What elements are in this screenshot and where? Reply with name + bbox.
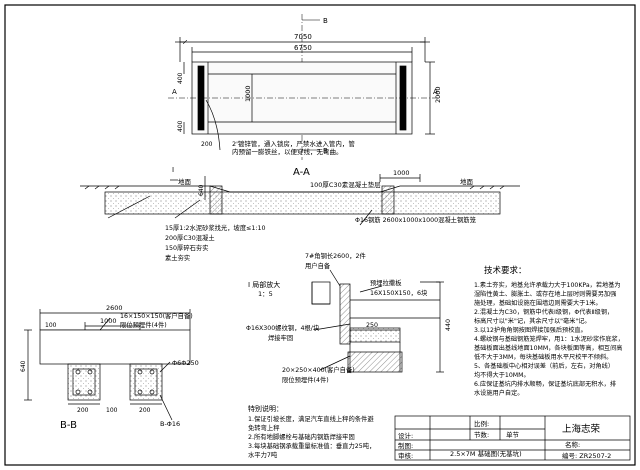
detail-plate: 预埋拉撒板 [370, 278, 402, 287]
plan-label-b-bottom: B [323, 147, 328, 155]
bb-section [24, 309, 191, 421]
tb-design: 设计: [398, 431, 413, 440]
bb-dim-100: 100 [106, 407, 118, 414]
detail-anchor: Φ16X300螺纹钢，4根/块 [246, 323, 320, 332]
plan-dim-side: 200 [201, 141, 213, 148]
notes-line-5: 水平力7吨 [248, 450, 278, 459]
aa-slab-label: 100厚C30素混凝土垫层 [310, 180, 381, 189]
tech-title: 技术要求： [484, 265, 527, 276]
tech-line-9: 低不大于3MM，每块基础板用水平尺校平不倾斜。 [474, 353, 612, 361]
bb-bar: B-Φ16 [160, 420, 180, 428]
aa-ground-right: 地面 [460, 177, 474, 186]
bb-title: B-B [60, 420, 77, 431]
plan-dim-left: 400 [177, 72, 184, 84]
plan-pipe-note: 2'镀锌管，通入锁房，严禁水进入管内，管内预留一膨铁丝，以便穿线，无弯曲。 [232, 140, 355, 157]
tech-line-5: 标高尺寸以"米"记，其余尺寸以"毫米"记。 [474, 317, 591, 325]
tb-draw: 制图: [398, 441, 413, 450]
detail-user-supplied: 用户自备 [305, 261, 331, 270]
detail-embed: 20×250×400(客户自备) [282, 365, 355, 374]
bb-plate-note-sub: 限位预埋件(4件) [120, 320, 167, 329]
tech-line-7: 4.螺纹钢与基础钢筋笼焊牢，用1：1水泥砂浆作底浆， [474, 335, 624, 343]
title-block [394, 415, 631, 461]
tb-section: 节数: [474, 430, 489, 439]
plan-dim-h-inner: 1000 [244, 85, 252, 102]
notes-title: 特别说明： [248, 404, 283, 413]
aa-section-i-mark: I [172, 166, 174, 174]
detail-plate-size: 16X150X150，6块 [370, 288, 428, 297]
bb-dim-200-right: 200 [139, 407, 151, 414]
tech-line-6: 3.以12护角角钢按图焊接加强后预校直。 [474, 326, 587, 334]
tech-line-8: 基础板面出基线地面10MM，各块板面等高，相互间高 [474, 344, 623, 352]
detail-dim-250: 250 [366, 322, 378, 329]
notes-line-3: 2.所有地脚螺栓与基础内钢筋焊接牢固 [248, 432, 355, 441]
detail-anchor-sub: 焊接牢固 [268, 333, 293, 342]
tb-check: 审核: [398, 451, 413, 460]
tb-code: 编号: ZR2507-2 [562, 451, 611, 460]
bb-dim-640: 640 [20, 360, 27, 372]
detail-scale: 1：5 [258, 290, 273, 298]
tech-line-13: 水设施用户自定。 [474, 389, 524, 397]
plan-view [168, 14, 440, 160]
notes-line-4: 3.每块基础钢承载重量标准值：垂直力25吨， [248, 441, 375, 450]
detail-i [311, 269, 444, 373]
aa-section: I [80, 166, 520, 226]
tech-line-12: 6.应保证基坑内排水顺畅，保证基坑底部无积水，排 [474, 380, 616, 388]
sheet-border [4, 4, 636, 466]
detail-dim-440: 440 [445, 319, 452, 331]
aa-title: A-A [293, 167, 310, 178]
plan-dim-h-outer: 2000 [434, 86, 442, 103]
aa-dim-1000: 1000 [393, 169, 410, 177]
plan-label-a-right: A [433, 88, 438, 96]
bb-plate-note: 16×150×150(客户自备) [120, 311, 193, 320]
aa-layer-3: 150厚碎石夯实 [165, 243, 209, 252]
notes-line-1: 1.保证引坡长度，满足汽车直线上秤的条件避 [248, 414, 374, 423]
tech-line-1: 1.素土夯实，地基允许承载力大于100KPa，若地基为 [474, 281, 621, 289]
tb-name-label: 名称: [565, 440, 580, 449]
bb-dim-200-left: 200 [77, 407, 89, 414]
plan-label-a-left: A [172, 88, 177, 96]
aa-ground-left: 地面 [178, 177, 192, 186]
aa-layer-1: 15厚1:2水泥砂浆找光，坡度≤1:10 [165, 223, 266, 232]
tb-drawing-name: 2.5×7M 基础图(无基坑) [450, 449, 522, 458]
notes-line-2: 免转弯上秤 [248, 423, 280, 432]
detail-title: I 局部放大 [248, 280, 280, 289]
plan-dim-inner: 6750 [294, 44, 312, 52]
detail-angle-steel: 7#角钢长2600，2件 [305, 251, 366, 260]
plan-pipe-note-box: 2'镀锌管，通入锁房，严禁水进入管内，管内预留一膨铁丝，以便穿线，无弯曲。 [232, 140, 355, 157]
tb-unit: 单节 [506, 430, 520, 439]
plan-dim-right: 400 [177, 120, 184, 132]
bb-pipe: Φ6Φ250 [172, 359, 199, 367]
plan-label-b-top: B [323, 17, 328, 25]
tb-ratio: 比例: [474, 419, 489, 428]
tech-line-3: 施处理，基础如设施在围墙边则需要大于1米。 [474, 299, 602, 307]
tech-line-10: 5、各基础板中心相对误差（前后，左右，对角线） [474, 362, 614, 370]
tech-line-4: 2.混凝土为C30，钢筋中代表Ⅰ级钢，Φ代表Ⅱ级钢， [474, 308, 613, 316]
tb-company: 上海志荣 [562, 423, 601, 435]
bb-dim-left-100: 100 [45, 322, 57, 329]
aa-rebar-label: Φ16钢筋 2600x1000x1000混凝土钢筋笼 [355, 215, 477, 224]
aa-dim-640: 640 [198, 184, 205, 196]
aa-layer-2: 200厚C30混凝土 [165, 233, 215, 242]
tech-line-2: 湿陷性黄土、膨胀土、或存在地上层时则需要另加强 [474, 290, 616, 298]
tech-line-11: 均不得大于10MM。 [474, 371, 530, 379]
bb-dim-1000: 1000 [100, 317, 117, 325]
plan-dim-total: 7050 [294, 33, 312, 41]
bb-dim-2600: 2600 [106, 304, 123, 312]
aa-layer-4: 素土夯实 [165, 253, 190, 262]
detail-embed-sub: 限位预埋件(4件) [282, 375, 329, 384]
